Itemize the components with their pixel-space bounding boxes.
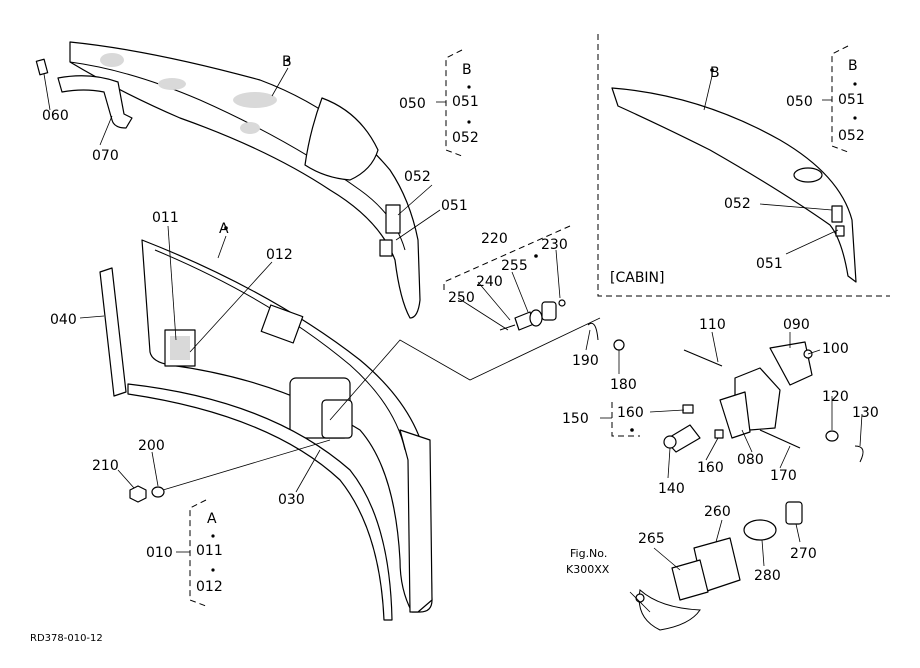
strip-040: [99, 267, 127, 397]
label-200: 200: [138, 438, 165, 454]
clip-060: [35, 58, 49, 76]
label-130: 130: [852, 405, 879, 421]
label-255: 255: [501, 258, 528, 274]
figure-id: RD378-010-12: [30, 633, 103, 644]
label-100: 100: [822, 341, 849, 357]
trim-030: [127, 383, 393, 621]
label-250: 250: [448, 290, 475, 306]
hood-top-shell-B: [69, 41, 421, 319]
label-265: 265: [638, 531, 665, 547]
label-A: A: [219, 221, 229, 237]
lock-bracket-group: [635, 501, 803, 631]
label-280: 280: [754, 568, 781, 584]
label-cabin-groupB-head: B: [848, 58, 858, 74]
label-060: 060: [42, 108, 69, 124]
label-cabin-B: B: [710, 65, 720, 81]
label-groupB-052: 052: [452, 130, 479, 146]
label-230: 230: [541, 237, 568, 253]
label-B-top: B: [282, 54, 292, 70]
bracket-052: [385, 204, 401, 234]
label-080: 080: [737, 452, 764, 468]
label-cabin-051: 051: [756, 256, 783, 272]
bracket-051: [379, 239, 393, 257]
label-groupB-head: B: [462, 62, 472, 78]
label-170: 170: [770, 468, 797, 484]
fig-ref-line1: Fig.No.: [570, 547, 607, 560]
label-cabin-050: 050: [786, 94, 813, 110]
group-brackets: [176, 45, 849, 607]
cabin-title: [CABIN]: [610, 270, 664, 286]
label-190: 190: [572, 353, 599, 369]
label-260: 260: [704, 504, 731, 520]
latch-cylinder-group: [499, 299, 566, 331]
label-051: 051: [441, 198, 468, 214]
label-010: 010: [146, 545, 173, 561]
nut-210: [129, 485, 147, 503]
cabin-hood-shell: [611, 87, 857, 283]
label-140: 140: [658, 481, 685, 497]
label-240: 240: [476, 274, 503, 290]
grille-panel-A: [141, 239, 433, 613]
label-070: 070: [92, 148, 119, 164]
label-150: 150: [562, 411, 589, 427]
label-groupA-head: A: [207, 511, 217, 527]
label-groupA-011: 011: [196, 543, 223, 559]
label-210: 210: [92, 458, 119, 474]
handle-070: [57, 75, 133, 129]
label-groupB-051: 051: [452, 94, 479, 110]
latch-assembly: [587, 322, 864, 463]
cabin-inset-frame: [597, 34, 890, 297]
label-160a: 160: [617, 405, 644, 421]
label-160b: 160: [697, 460, 724, 476]
label-040: 040: [50, 312, 77, 328]
label-270: 270: [790, 546, 817, 562]
group-dots: [211, 58, 857, 572]
label-011: 011: [152, 210, 179, 226]
label-030: 030: [278, 492, 305, 508]
label-cabin-052: 052: [724, 196, 751, 212]
label-012: 012: [266, 247, 293, 263]
label-180: 180: [610, 377, 637, 393]
leader-lines: [43, 67, 863, 613]
fig-ref-line2: K300XX: [566, 563, 610, 576]
label-050: 050: [399, 96, 426, 112]
label-052: 052: [404, 169, 431, 185]
label-110: 110: [699, 317, 726, 333]
label-220: 220: [481, 231, 508, 247]
label-090: 090: [783, 317, 810, 333]
assembly-leader: [329, 317, 601, 421]
label-120: 120: [822, 389, 849, 405]
label-groupA-012: 012: [196, 579, 223, 595]
washer-200: [151, 486, 165, 498]
label-cabin-groupB-052: 052: [838, 128, 865, 144]
label-cabin-groupB-051: 051: [838, 92, 865, 108]
